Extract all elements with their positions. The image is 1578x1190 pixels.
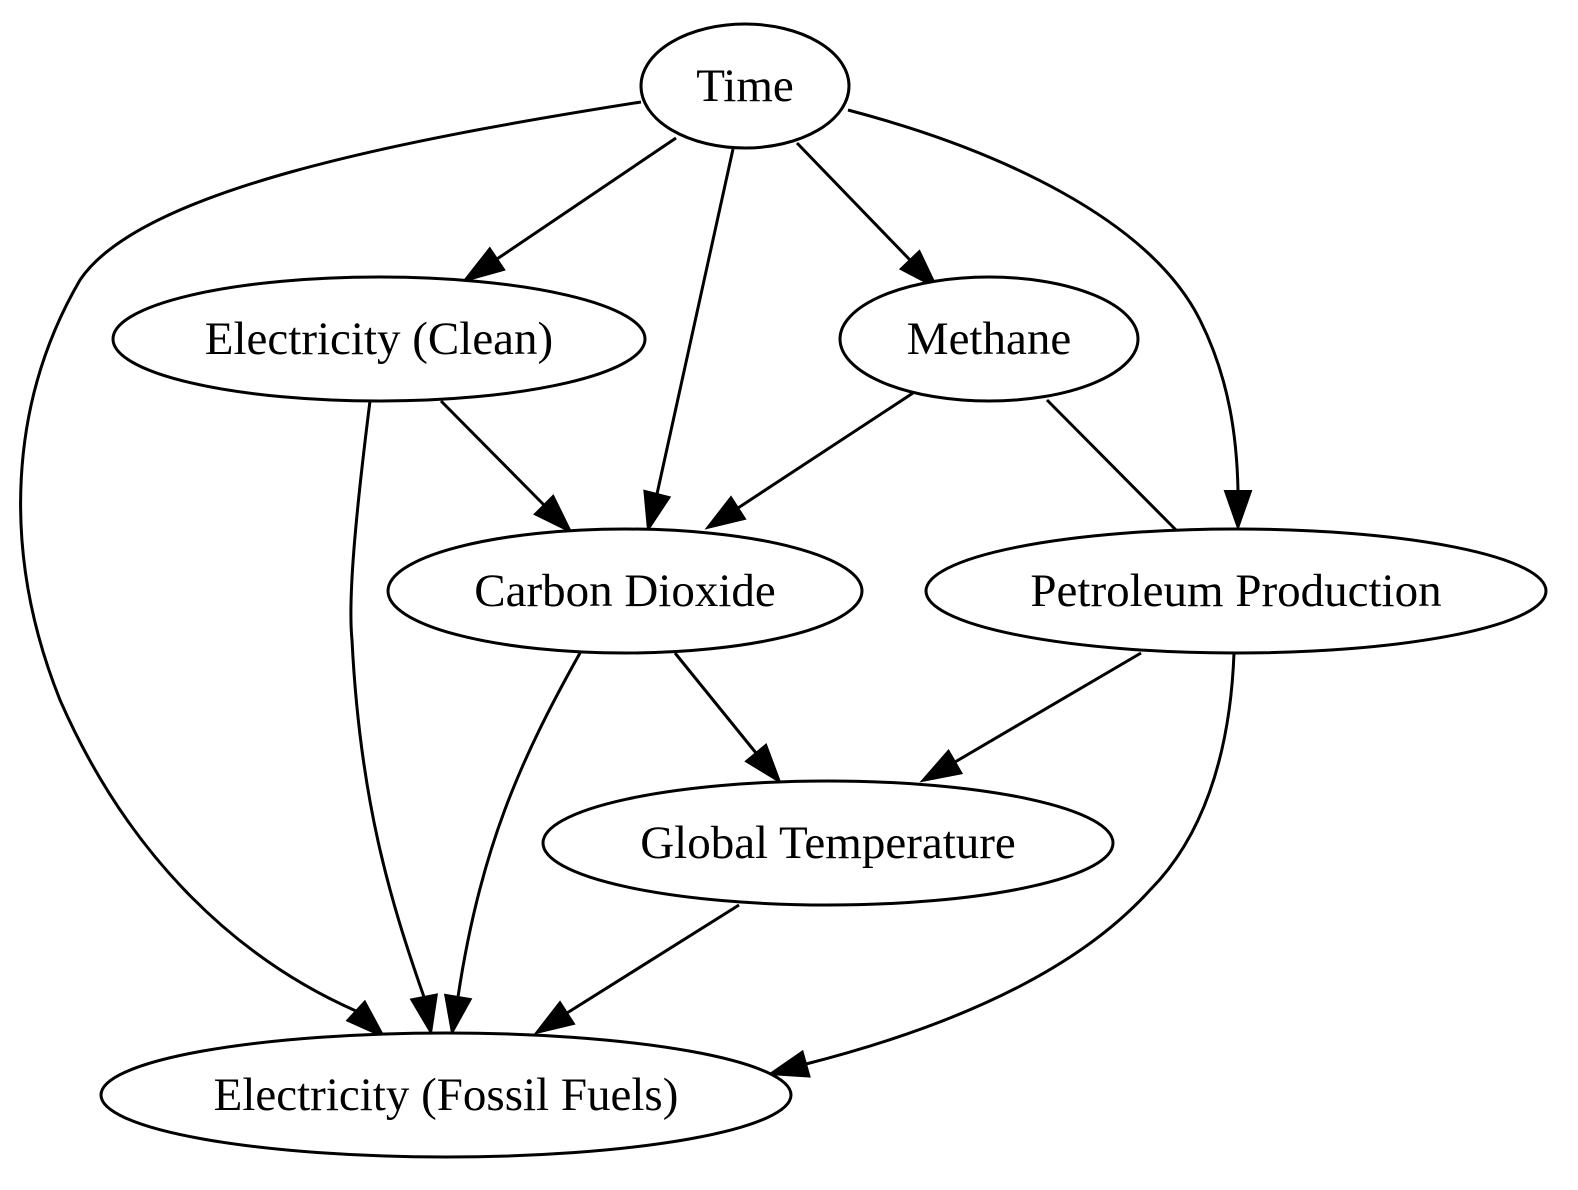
node-label: Methane (907, 313, 1071, 365)
arrowhead (533, 494, 574, 535)
node-global-temp: Global Temperature (541, 779, 1115, 907)
arrowhead (919, 748, 964, 783)
edge-time-to-elec_clean (461, 136, 677, 283)
edge-line (456, 652, 582, 998)
node-petroleum: Petroleum Production (924, 527, 1548, 655)
edge-line (954, 651, 1142, 764)
edge-co2-to-global_temp (673, 652, 782, 785)
edge-line (655, 148, 735, 495)
node-ellipse (111, 275, 647, 403)
edge-line (439, 399, 546, 507)
node-time: Time (639, 22, 851, 150)
node-label: Electricity (Clean) (205, 313, 553, 365)
edge-line (19, 100, 642, 1013)
edge-line (1045, 398, 1178, 532)
edge-petroleum-to-global_temp (919, 651, 1142, 783)
edges-layer (19, 100, 1253, 1078)
edge-line (566, 903, 740, 1015)
edge-time-to-elec_fossil (19, 100, 642, 1040)
arrowhead (443, 993, 473, 1036)
node-elec-clean: Electricity (Clean) (111, 275, 647, 403)
node-ellipse (541, 779, 1115, 907)
arrowhead (704, 495, 747, 530)
node-elec-fossil: Electricity (Fossil Fuels) (99, 1031, 793, 1159)
arrowhead (643, 489, 672, 533)
edge-line (805, 652, 1236, 1066)
arrowhead (898, 249, 940, 291)
edge-methane-to-co2 (704, 391, 914, 530)
arrowhead (767, 1049, 811, 1078)
edge-global_temp-to-elec_fossil (533, 903, 740, 1035)
node-label: Petroleum Production (1030, 565, 1441, 617)
node-ellipse (386, 527, 864, 655)
edge-line (847, 108, 1240, 492)
node-co2: Carbon Dioxide (386, 527, 864, 655)
edge-elec_clean-to-co2 (439, 399, 574, 535)
edge-petroleum-to-elec_fossil (767, 652, 1236, 1078)
edge-methane-to-petroleum (1045, 398, 1178, 532)
edge-line (673, 652, 758, 754)
edge-line (737, 391, 914, 510)
arrowhead (533, 1000, 576, 1035)
edge-line (496, 136, 677, 261)
node-label: Global Temperature (640, 817, 1016, 869)
arrowhead (345, 999, 387, 1040)
edge-line (349, 400, 426, 998)
node-label: Electricity (Fossil Fuels) (214, 1069, 679, 1121)
arrowhead (1223, 490, 1253, 532)
edge-co2-to-elec_fossil (443, 652, 582, 1036)
node-ellipse (639, 22, 851, 150)
arrowhead (744, 743, 782, 785)
node-methane: Methane (838, 275, 1140, 403)
node-label: Carbon Dioxide (474, 565, 776, 617)
edge-elec_clean-to-elec_fossil (349, 400, 439, 1036)
arrowhead (461, 246, 506, 283)
edge-line (795, 141, 912, 262)
node-label: Time (696, 60, 794, 112)
node-ellipse (838, 275, 1140, 403)
node-ellipse (99, 1031, 793, 1159)
node-ellipse (924, 527, 1548, 655)
edge-time-to-co2 (643, 148, 735, 533)
edge-time-to-methane (795, 141, 940, 291)
arrowhead (409, 993, 439, 1036)
edge-time-to-petroleum (847, 108, 1253, 532)
